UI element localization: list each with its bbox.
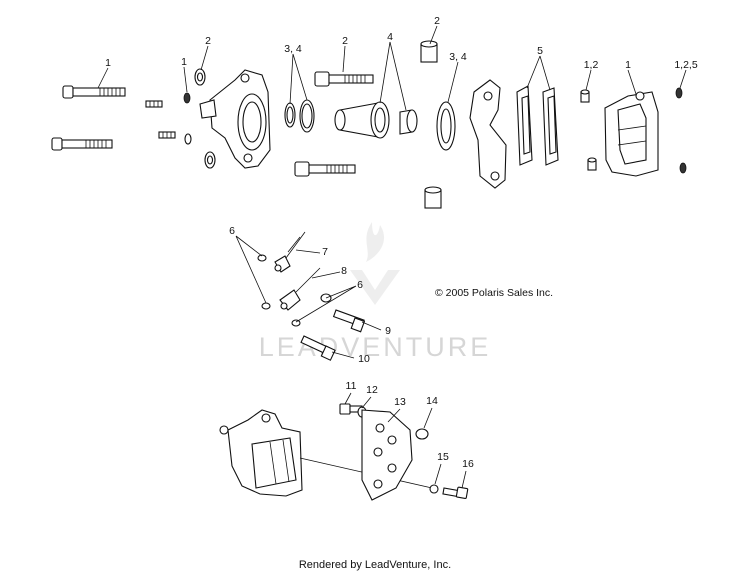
bolt-lower <box>51 137 113 151</box>
brake-pad-inner <box>516 85 533 166</box>
guide-bushing-upper <box>580 89 590 103</box>
washer-6d <box>291 319 301 327</box>
seal-ring-medium-a <box>194 68 206 86</box>
caliper-bracket <box>469 79 507 189</box>
callout-tl-3-4b: 3, 4 <box>449 51 467 63</box>
callout-tl-1a: 1 <box>105 57 111 69</box>
callout-m-9: 9 <box>385 325 391 337</box>
watermark-text: LEADVENTURE <box>259 332 492 362</box>
banjo-bolt-10 <box>300 335 336 361</box>
callout-m-6a: 6 <box>229 225 235 237</box>
callout-b-11: 11 <box>346 380 357 392</box>
callout-m-6b: 6 <box>357 279 363 291</box>
footer-text: Rendered by LeadVenture, Inc. <box>299 559 451 571</box>
bushing-lower <box>424 186 442 209</box>
copyright-text: © 2005 Polaris Sales Inc. <box>435 287 553 299</box>
caliper-housing-front <box>199 69 271 169</box>
washer-6b <box>261 302 271 310</box>
o-ring-a <box>284 102 296 128</box>
callout-tl-1c: 1 <box>625 59 631 71</box>
seal-ring-small-a <box>183 92 191 104</box>
callout-tl-1-2: 1,2 <box>584 59 599 71</box>
caliper-assembly <box>219 409 433 497</box>
piston-seal <box>436 101 456 151</box>
callout-b-12: 12 <box>366 384 378 396</box>
callout-m-10: 10 <box>358 353 370 365</box>
caliper-piston-small <box>399 109 418 135</box>
washer-6a <box>257 254 267 262</box>
caliper-bolt-lower <box>294 161 356 177</box>
bolt-upper <box>62 85 126 99</box>
caliper-bolt-upper <box>314 71 374 87</box>
callout-tl-2b: 2 <box>342 35 348 47</box>
brake-hose-8 <box>279 267 321 311</box>
nut-14 <box>415 428 429 440</box>
mounting-bolt-16 <box>442 486 469 499</box>
bleeder-valve-lower <box>158 131 176 139</box>
pad-clip-upper <box>675 87 683 99</box>
callout-tl-1b: 1 <box>181 56 187 68</box>
callout-tl-5: 5 <box>537 45 543 57</box>
bleeder-valve-upper <box>145 100 163 108</box>
callout-tl-1-2-5: 1,2,5 <box>674 59 698 71</box>
bushing-upper <box>420 40 438 63</box>
brake-hose-7 <box>274 231 306 273</box>
callout-tl-2a: 2 <box>205 35 211 47</box>
banjo-bolt-9 <box>332 309 366 333</box>
callout-m-8: 8 <box>341 265 347 277</box>
callout-b-15: 15 <box>437 451 449 463</box>
callout-b-13: 13 <box>394 396 406 408</box>
leadventure-watermark-logo <box>350 222 400 305</box>
washer-15 <box>429 484 439 494</box>
pad-clip-lower <box>679 162 687 174</box>
brake-pad-outer <box>542 87 559 166</box>
seal-ring-small-b <box>184 133 192 145</box>
callout-tl-2c: 2 <box>434 15 440 27</box>
caliper-piston-large <box>334 101 390 139</box>
callout-tl-4: 4 <box>387 31 393 43</box>
o-ring-b <box>299 99 315 133</box>
seal-ring-medium-b <box>204 151 216 169</box>
guide-bushing-lower <box>587 157 597 171</box>
caliper-housing-rear <box>604 91 659 177</box>
callout-tl-3-4a: 3, 4 <box>284 43 302 55</box>
callout-b-16: 16 <box>462 458 474 470</box>
callout-b-14: 14 <box>426 395 438 407</box>
brake-disc-13 <box>361 409 413 501</box>
leader-lines <box>97 25 687 489</box>
callout-m-7: 7 <box>322 246 328 258</box>
